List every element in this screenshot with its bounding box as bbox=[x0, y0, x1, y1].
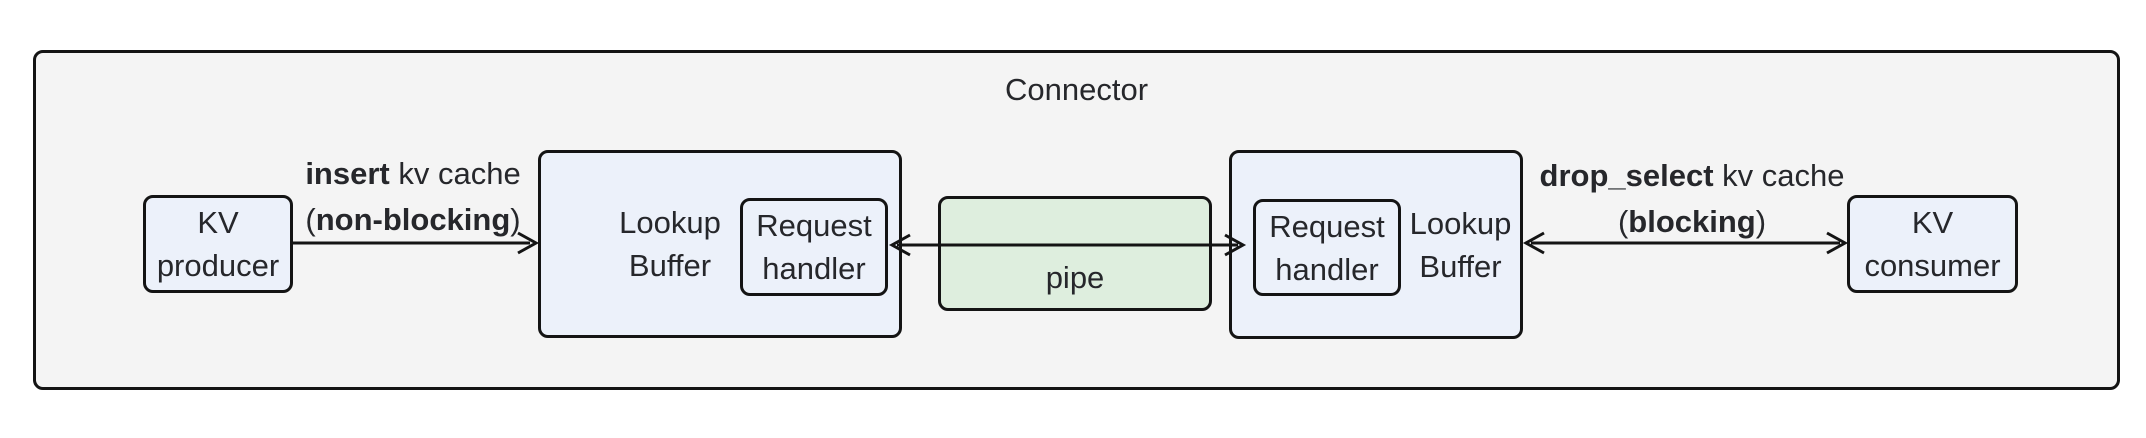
node-label-line: Buffer bbox=[1419, 248, 1502, 284]
edge-label-paren: ) bbox=[510, 202, 521, 237]
node-label-line: Buffer bbox=[628, 248, 712, 283]
edge-label-line: (non-blocking) bbox=[305, 197, 520, 243]
edge-label-line: (blocking) bbox=[1540, 199, 1845, 245]
edge-label-paren: ) bbox=[1755, 204, 1767, 239]
edge-label-bold: insert bbox=[305, 156, 390, 191]
node-pipe: pipe bbox=[938, 196, 1212, 311]
node-request-handler-left: Request handler bbox=[740, 198, 888, 296]
node-label-line: Lookup bbox=[1409, 205, 1512, 241]
node-label: Lookup Buffer bbox=[1401, 153, 1520, 336]
edge-label-rest: kv cache bbox=[389, 156, 521, 191]
edge-label-rest: kv cache bbox=[1713, 158, 1845, 193]
edge-label-paren: ( bbox=[1617, 204, 1629, 239]
node-label: Lookup Buffer bbox=[541, 153, 799, 335]
node-label-line: handler bbox=[762, 251, 866, 286]
node-request-handler-right: Request handler bbox=[1253, 199, 1401, 296]
node-kv-producer: KV producer bbox=[143, 195, 293, 293]
node-label-line: Request bbox=[1269, 208, 1385, 244]
node-lookup-buffer-right: Request handler Lookup Buffer bbox=[1229, 150, 1523, 339]
node-label-line: producer bbox=[156, 248, 280, 283]
node-label-line: KV bbox=[1911, 205, 1954, 240]
node-label: pipe bbox=[1045, 260, 1105, 295]
edge-label-drop-select: drop_select kv cache (blocking) bbox=[1540, 153, 1845, 245]
node-lookup-buffer-left: Lookup Buffer Request handler bbox=[538, 150, 902, 338]
node-label-line: handler bbox=[1275, 251, 1379, 287]
edge-label-bold: drop_select bbox=[1539, 158, 1714, 193]
edge-label-bold: non-blocking bbox=[315, 202, 511, 237]
diagram-title: Connector bbox=[1004, 72, 1149, 107]
edge-label-paren: ( bbox=[305, 202, 316, 237]
node-label-line: KV bbox=[197, 205, 239, 240]
node-label-line: Lookup bbox=[619, 205, 721, 240]
edge-label-bold: blocking bbox=[1628, 204, 1756, 239]
node-label-line: consumer bbox=[1864, 248, 2001, 283]
node-label: KV consumer bbox=[1864, 201, 2000, 287]
node-label-line: Request bbox=[756, 208, 872, 243]
node-kv-consumer: KV consumer bbox=[1847, 195, 2018, 293]
edge-label-line: insert kv cache bbox=[305, 151, 520, 197]
edge-label-line: drop_select kv cache bbox=[1540, 153, 1845, 199]
node-label: KV producer bbox=[157, 201, 279, 287]
edge-label-insert: insert kv cache (non-blocking) bbox=[305, 151, 520, 243]
